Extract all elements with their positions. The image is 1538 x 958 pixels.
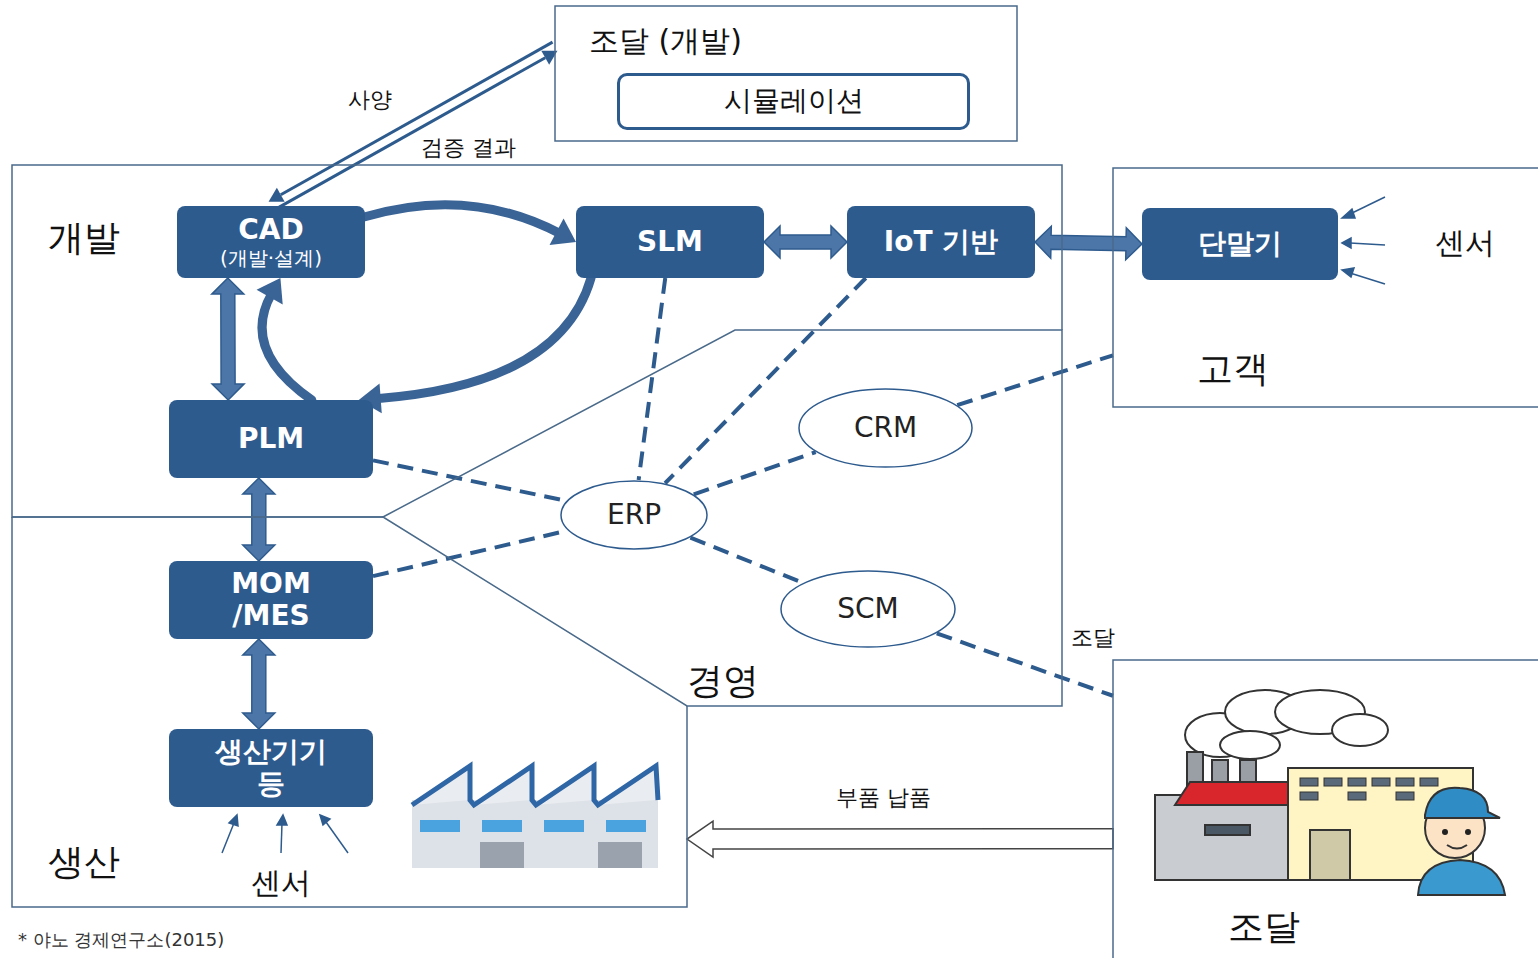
region-outline	[1113, 660, 1538, 958]
connector	[694, 452, 816, 494]
customer-region: 고객 단말기	[1113, 168, 1538, 407]
connector	[273, 51, 557, 211]
arrowhead	[257, 278, 283, 305]
erp-ellipse: ERP	[560, 480, 708, 550]
node-label: (개발·설계)	[220, 247, 322, 270]
node-label: CRM	[854, 412, 917, 444]
connector	[687, 821, 1113, 857]
node-label: PLM	[238, 423, 304, 455]
arrowhead	[550, 218, 576, 245]
plm-box: PLM	[169, 400, 373, 478]
factory-illustration	[412, 766, 658, 868]
region-label: 개발	[48, 217, 120, 258]
region-label: 생산	[48, 841, 120, 882]
node-label: 시뮬레이션	[724, 85, 864, 117]
terminal-box: 단말기	[1142, 208, 1338, 280]
region-outline	[1113, 168, 1538, 407]
arrowhead	[269, 188, 285, 202]
node-label: IoT 기반	[884, 226, 999, 258]
sensor-arrows	[222, 197, 1385, 853]
hollow-arrow	[687, 821, 1113, 857]
connector	[257, 278, 312, 400]
procurement-dev-region: 조달 (개발) 시뮬레이션	[555, 6, 1017, 141]
production-region: 생산 MOM /MES 생산기기 등	[12, 517, 687, 907]
region-label: 조달	[1228, 906, 1300, 947]
connector-line	[957, 355, 1113, 405]
block-arrow	[212, 278, 244, 400]
block-arrow	[764, 226, 847, 258]
sensor-label: 센서	[248, 866, 314, 899]
curved-arrow	[262, 293, 312, 400]
connector	[359, 278, 591, 413]
iot-box: IoT 기반	[847, 206, 1035, 278]
sensor-label: 센서	[1432, 226, 1498, 259]
scm-ellipse: SCM	[780, 570, 956, 648]
connector-line	[690, 538, 802, 583]
connector-line	[373, 531, 568, 577]
node-label: CAD	[238, 214, 303, 246]
connector	[243, 639, 275, 729]
curved-arrow	[376, 278, 591, 399]
connector	[957, 355, 1113, 405]
connector-line	[373, 460, 566, 500]
connector	[764, 226, 847, 258]
edge-label: 검증 결과	[418, 136, 519, 160]
source-note: * 야노 경제연구소(2015)	[15, 930, 227, 950]
block-arrow	[243, 478, 275, 561]
block-arrow	[243, 639, 275, 729]
crm-ellipse: CRM	[798, 388, 973, 468]
connector	[373, 531, 568, 577]
edge-label: 사양	[345, 88, 395, 112]
simulation-box: 시뮬레이션	[617, 73, 970, 130]
region-label: 조달 (개발)	[589, 24, 742, 59]
connector	[690, 538, 802, 583]
node-label: SLM	[637, 226, 703, 258]
connector	[365, 205, 576, 245]
node-label: ERP	[607, 499, 661, 531]
management-region: 경영 CRM ERP SCM	[383, 330, 1062, 706]
cad-box: CAD(개발·설계)	[177, 206, 365, 278]
supplier-factory-illustration	[1155, 690, 1505, 895]
equipment-box: 생산기기 등	[169, 729, 373, 807]
node-label: SCM	[837, 593, 898, 625]
connector	[1035, 226, 1142, 259]
connector	[212, 278, 244, 400]
region-label: 고객	[1197, 348, 1269, 389]
connector	[373, 460, 566, 500]
region-outline	[383, 330, 1062, 706]
edge-label: 부품 납품	[833, 786, 934, 810]
connector-line	[694, 452, 816, 494]
connector	[269, 42, 553, 202]
edge-label: 조달	[1068, 626, 1118, 650]
curved-arrow	[365, 205, 560, 234]
region-label: 경영	[687, 660, 759, 701]
block-arrow	[1035, 226, 1142, 259]
connector	[243, 478, 275, 561]
node-label: 생산기기 등	[201, 736, 341, 800]
node-label: MOM /MES	[206, 568, 336, 632]
node-label: 단말기	[1198, 228, 1282, 260]
connector-line	[273, 58, 545, 211]
mom-mes-box: MOM /MES	[169, 561, 373, 639]
slm-box: SLM	[576, 206, 764, 278]
connector-line	[281, 42, 553, 195]
procurement-region: 조달	[1113, 660, 1538, 958]
